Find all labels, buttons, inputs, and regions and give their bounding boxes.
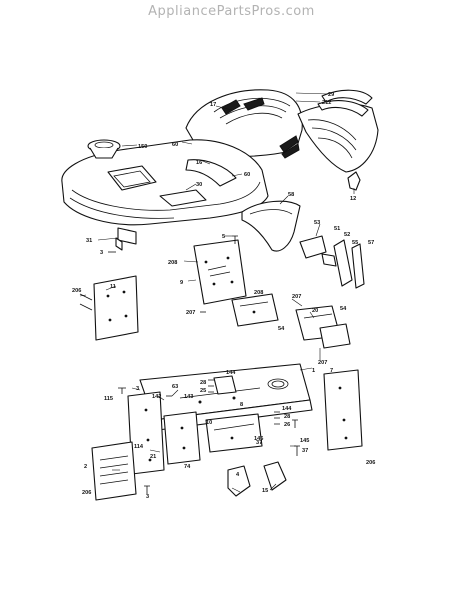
callout-60-lower: 60 xyxy=(244,172,250,178)
callout-10: 10 xyxy=(206,420,212,426)
callout-labels: 29 212 17 60 159 16 30 60 12 58 31 3 5 2… xyxy=(72,92,375,500)
callout-28-lower: 28 xyxy=(284,414,290,420)
callout-208-upper: 208 xyxy=(168,260,177,266)
callout-115: 115 xyxy=(104,396,113,402)
site-watermark: AppliancePartsPros.com xyxy=(148,4,315,19)
callout-63: 63 xyxy=(172,384,178,390)
center-crossmember-part xyxy=(205,413,263,453)
callout-207-left: 207 xyxy=(186,310,195,316)
right-mount-bracket-part xyxy=(295,305,351,349)
callout-2: 2 xyxy=(84,464,87,470)
callout-26: 26 xyxy=(284,422,290,428)
callout-37-left: 37 xyxy=(256,440,262,446)
hood-side-panel-part xyxy=(297,103,379,173)
callout-37-right: 37 xyxy=(302,448,308,454)
callout-58: 58 xyxy=(288,192,294,198)
callout-144-upper: 144 xyxy=(226,370,236,376)
callout-208-lower: 208 xyxy=(254,290,263,296)
callout-52: 52 xyxy=(344,232,350,238)
hitch-bracket-part xyxy=(227,461,287,497)
callout-54-left: 54 xyxy=(278,326,285,332)
callout-29: 29 xyxy=(328,92,334,98)
callout-114: 114 xyxy=(134,444,144,450)
front-axle-support-part xyxy=(163,411,201,465)
callout-60-upper: 60 xyxy=(172,142,178,148)
callout-144-lower: 144 xyxy=(282,406,292,412)
callout-1: 1 xyxy=(312,368,315,374)
callout-54-right: 54 xyxy=(340,306,347,312)
callout-31: 31 xyxy=(86,238,92,244)
callout-51: 51 xyxy=(334,226,340,232)
callout-30: 30 xyxy=(196,182,202,188)
dash-body-panel-part xyxy=(61,139,269,226)
right-bracket-set-part xyxy=(299,235,365,289)
front-bumper-part xyxy=(91,441,137,501)
callout-212: 212 xyxy=(322,100,331,106)
dash-mount-bracket-part xyxy=(115,227,137,251)
callout-159: 159 xyxy=(138,144,147,150)
callout-145-right: 145 xyxy=(300,438,309,444)
callout-3-middle: 3 xyxy=(136,386,139,392)
callout-206-upper: 206 xyxy=(72,288,81,294)
callout-8: 8 xyxy=(240,402,243,408)
callout-3-lower: 3 xyxy=(146,494,149,500)
callout-12: 12 xyxy=(350,196,356,202)
fasteners-group xyxy=(108,235,300,494)
callout-207-top: 207 xyxy=(292,294,301,300)
callout-55: 55 xyxy=(352,240,358,246)
callout-206-right: 206 xyxy=(366,460,375,466)
callout-16: 16 xyxy=(196,160,202,166)
bracket-assembly-center-part xyxy=(231,293,279,327)
callout-145-left: 145 xyxy=(254,436,263,442)
callout-25: 25 xyxy=(200,388,206,394)
callout-207-bottom: 207 xyxy=(318,360,327,366)
left-side-panel-part xyxy=(79,275,139,341)
callout-21: 21 xyxy=(150,454,156,460)
callout-142-upper: 142 xyxy=(152,394,161,400)
front-plate-part xyxy=(193,239,247,305)
hood-top-trim-part xyxy=(317,89,373,117)
fender-shield-part xyxy=(241,200,301,252)
callout-143: 143 xyxy=(184,394,193,400)
callout-15: 15 xyxy=(262,488,268,494)
callout-4: 4 xyxy=(236,472,240,478)
callout-9: 9 xyxy=(180,280,183,286)
callout-3-upper: 3 xyxy=(100,250,103,256)
hood-part xyxy=(185,89,303,159)
steering-cover-part xyxy=(87,139,121,159)
callout-206-lower-left: 206 xyxy=(82,490,91,496)
callout-28-upper: 28 xyxy=(200,380,206,386)
callout-17: 17 xyxy=(210,102,216,108)
leader-lines xyxy=(79,92,355,493)
hood-latch-part xyxy=(347,171,361,191)
right-frame-plate-part xyxy=(323,369,363,451)
callout-57: 57 xyxy=(368,240,374,246)
callout-74: 74 xyxy=(184,464,191,470)
callout-53: 53 xyxy=(314,220,320,226)
callout-5: 5 xyxy=(222,234,225,240)
callout-7: 7 xyxy=(330,368,333,374)
callout-11: 11 xyxy=(110,284,116,290)
callout-20: 20 xyxy=(312,308,318,314)
